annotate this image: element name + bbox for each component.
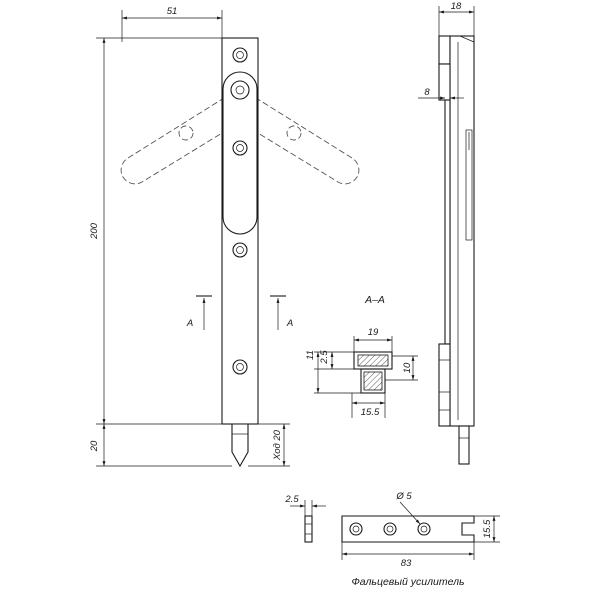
dim-width-51: 51: [121, 6, 223, 42]
section-bolt: [360, 368, 386, 394]
section-title: А–А: [364, 294, 385, 306]
plate-dim-diameter: Ø 5: [395, 491, 412, 502]
plate-hole-2: [383, 522, 397, 536]
plate-hole-3: [417, 522, 431, 536]
dim-label-stroke: Ход 20: [272, 429, 283, 461]
sec-dim-10: 10: [402, 362, 413, 373]
lever-screw: [232, 140, 248, 156]
section-a-a: А–А 19 11 2.5 10 15.5: [305, 294, 418, 418]
plate-dim-15-5: 15.5: [482, 519, 493, 538]
section-mark-right: А: [270, 295, 293, 330]
side-dim-8: 8: [424, 87, 430, 98]
dim-label-20: 20: [89, 440, 100, 452]
sec-dim-2-5: 2.5: [319, 350, 330, 365]
side-bolt-tip: [458, 425, 470, 465]
dim-lower-20: 20: [89, 424, 232, 467]
section-letter-left: А: [186, 318, 193, 329]
plate-dim-2-5: 2.5: [284, 494, 299, 505]
sec-dim-15-5: 15.5: [361, 407, 380, 418]
screw-hole-middle: [232, 242, 248, 258]
sec-dim-11: 11: [305, 350, 316, 360]
section-mark-left: А: [186, 295, 212, 330]
dim-label-51: 51: [167, 6, 178, 17]
reinforcement-plate: 2.5 Ø 5 83 15.5 Фальцевый усилитель: [284, 491, 500, 588]
lever-pivot: [230, 80, 250, 100]
lever-handle: [222, 71, 258, 235]
plate-side-strip: [304, 515, 313, 543]
side-body: [449, 35, 475, 427]
screw-hole-lower: [232, 359, 248, 375]
side-view: 18 8: [418, 1, 475, 465]
plate-hole-1: [349, 522, 363, 536]
plate-dim-83: 83: [401, 558, 412, 569]
screw-hole-top: [232, 47, 248, 63]
dim-label-200: 200: [89, 222, 100, 240]
dim-stroke-20: Ход 20: [248, 423, 290, 467]
side-dim-18: 18: [451, 1, 462, 12]
plate-body: [341, 515, 475, 543]
bolt-tip: [231, 423, 249, 468]
sec-dim-19: 19: [368, 327, 379, 338]
front-view: 51 200 20 Ход 20 А: [89, 6, 360, 468]
plate-caption: Фальцевый усилитель: [351, 576, 464, 588]
section-letter-right: А: [286, 318, 293, 329]
dim-height-200: 200: [89, 37, 222, 425]
side-lever-top: [438, 35, 451, 65]
